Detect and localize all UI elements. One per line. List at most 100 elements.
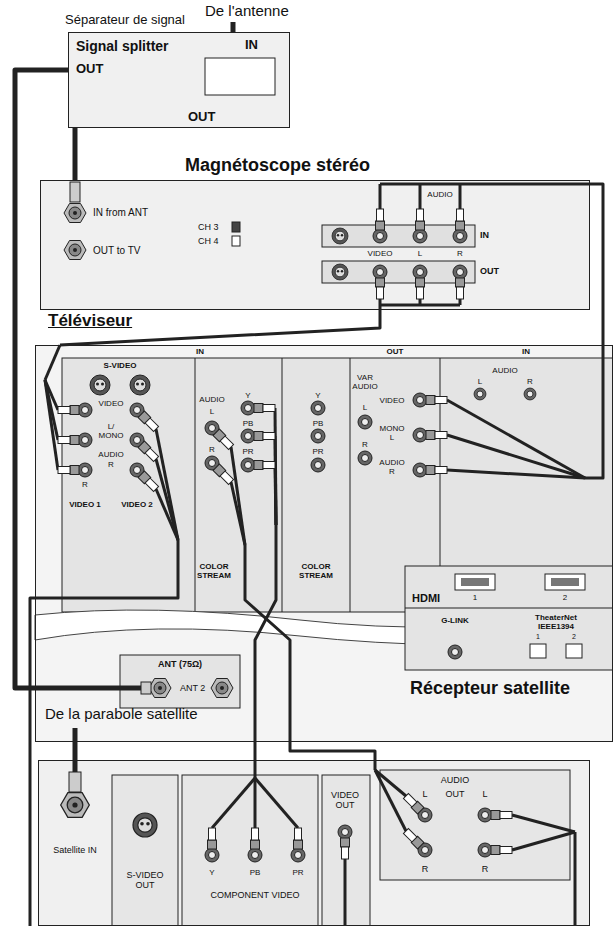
jacks <box>474 388 486 400</box>
plugs <box>416 209 425 230</box>
jacks <box>524 388 536 400</box>
jack-label: PB <box>250 868 261 877</box>
cable <box>231 482 245 545</box>
jack-label: ANT 2 <box>180 683 205 693</box>
jack-label: 2 <box>572 633 576 641</box>
plugs <box>141 682 151 694</box>
jack-label: R <box>389 467 395 476</box>
jacks <box>211 679 233 698</box>
panel-fill <box>38 760 590 926</box>
jack-label: AUDIO <box>427 190 452 199</box>
plugs <box>138 441 159 462</box>
jack-label: 1 <box>536 633 540 641</box>
panel-heading: Magnétoscope stéréo <box>185 155 370 176</box>
panel-fill <box>405 566 613 670</box>
cable <box>255 525 276 742</box>
plugs <box>254 432 275 441</box>
plugs <box>491 811 512 820</box>
jacks <box>478 843 492 857</box>
jack-label: IN <box>522 347 530 356</box>
plugs <box>208 828 217 849</box>
jacks <box>332 228 348 244</box>
ports <box>545 574 585 590</box>
panel-fill <box>322 225 475 247</box>
jack-label: COMPONENT VIDEO <box>211 890 300 900</box>
jack-label: IN from ANT <box>93 207 148 219</box>
plugs <box>58 436 79 445</box>
jack-label: L <box>363 403 367 412</box>
jack-label: HDMI <box>412 592 440 605</box>
cable <box>447 435 585 478</box>
jack-label: R <box>108 460 114 469</box>
jack-label: OUT <box>76 62 103 77</box>
panel-fill <box>322 261 475 283</box>
jack-label: L/ MONO <box>96 422 126 440</box>
jack-label: Signal splitter <box>76 38 169 54</box>
jack-label: AUDIO <box>199 395 224 404</box>
cable <box>275 436 276 525</box>
plugs <box>456 209 465 230</box>
cable <box>156 489 178 540</box>
jack-label: COLOR STREAM <box>295 562 337 580</box>
jack-label: R <box>457 249 463 258</box>
cable <box>375 770 406 796</box>
jack-label: L <box>418 249 422 258</box>
cable <box>254 778 257 828</box>
jacks <box>311 401 325 415</box>
jacks <box>78 433 92 447</box>
plugs <box>426 466 447 475</box>
jack-label: VIDEO <box>380 396 405 405</box>
panel-heading: Téléviseur <box>48 311 132 331</box>
satellite-panel: Récepteur satelliteSatellite INS-VIDEO O… <box>38 760 590 926</box>
cable <box>35 686 141 691</box>
plugs <box>376 278 385 299</box>
jack-label: IN <box>245 38 258 53</box>
jacks <box>291 848 305 862</box>
cable <box>156 459 178 540</box>
jacks <box>90 375 110 395</box>
jacks <box>338 825 352 839</box>
ports <box>530 644 546 658</box>
panel-fill <box>350 358 351 612</box>
panel-heading: Récepteur satellite <box>410 678 570 699</box>
plugs <box>376 209 385 230</box>
jack-label: OUT <box>188 110 215 125</box>
plugs <box>251 828 260 849</box>
jack-label: PB <box>243 419 254 428</box>
jacks <box>64 204 86 223</box>
plugs <box>70 182 80 202</box>
jacks <box>373 229 387 243</box>
jacks <box>413 428 427 442</box>
jack-label: 1 <box>473 593 477 602</box>
jacks <box>453 229 467 243</box>
jacks <box>61 204 536 863</box>
jack-label: VIDEO 2 <box>121 500 153 509</box>
jacks <box>78 463 92 477</box>
jacks <box>413 463 427 477</box>
jacks <box>413 265 427 279</box>
cable <box>30 22 603 926</box>
cable <box>344 859 347 926</box>
jacks <box>241 458 255 472</box>
ports <box>551 578 579 586</box>
jack-label: VIDEO 1 <box>69 500 101 509</box>
plugs <box>416 278 425 299</box>
cable <box>512 832 575 850</box>
jack-label: Satellite IN <box>50 845 100 855</box>
panel-fill <box>232 222 240 232</box>
cable <box>447 470 585 478</box>
jacks <box>78 403 92 417</box>
plugs <box>58 466 79 475</box>
panel-fill <box>112 775 178 926</box>
cable <box>73 728 78 774</box>
splitter-box: Séparateur de signalSignal splitterINOUT… <box>68 32 290 128</box>
panel-fill <box>195 358 196 612</box>
ports <box>448 645 462 659</box>
jack-label: AUDIO <box>379 458 404 467</box>
cable <box>512 815 575 832</box>
plugs <box>138 471 159 492</box>
panel-fill <box>68 32 290 128</box>
cable <box>30 540 178 926</box>
